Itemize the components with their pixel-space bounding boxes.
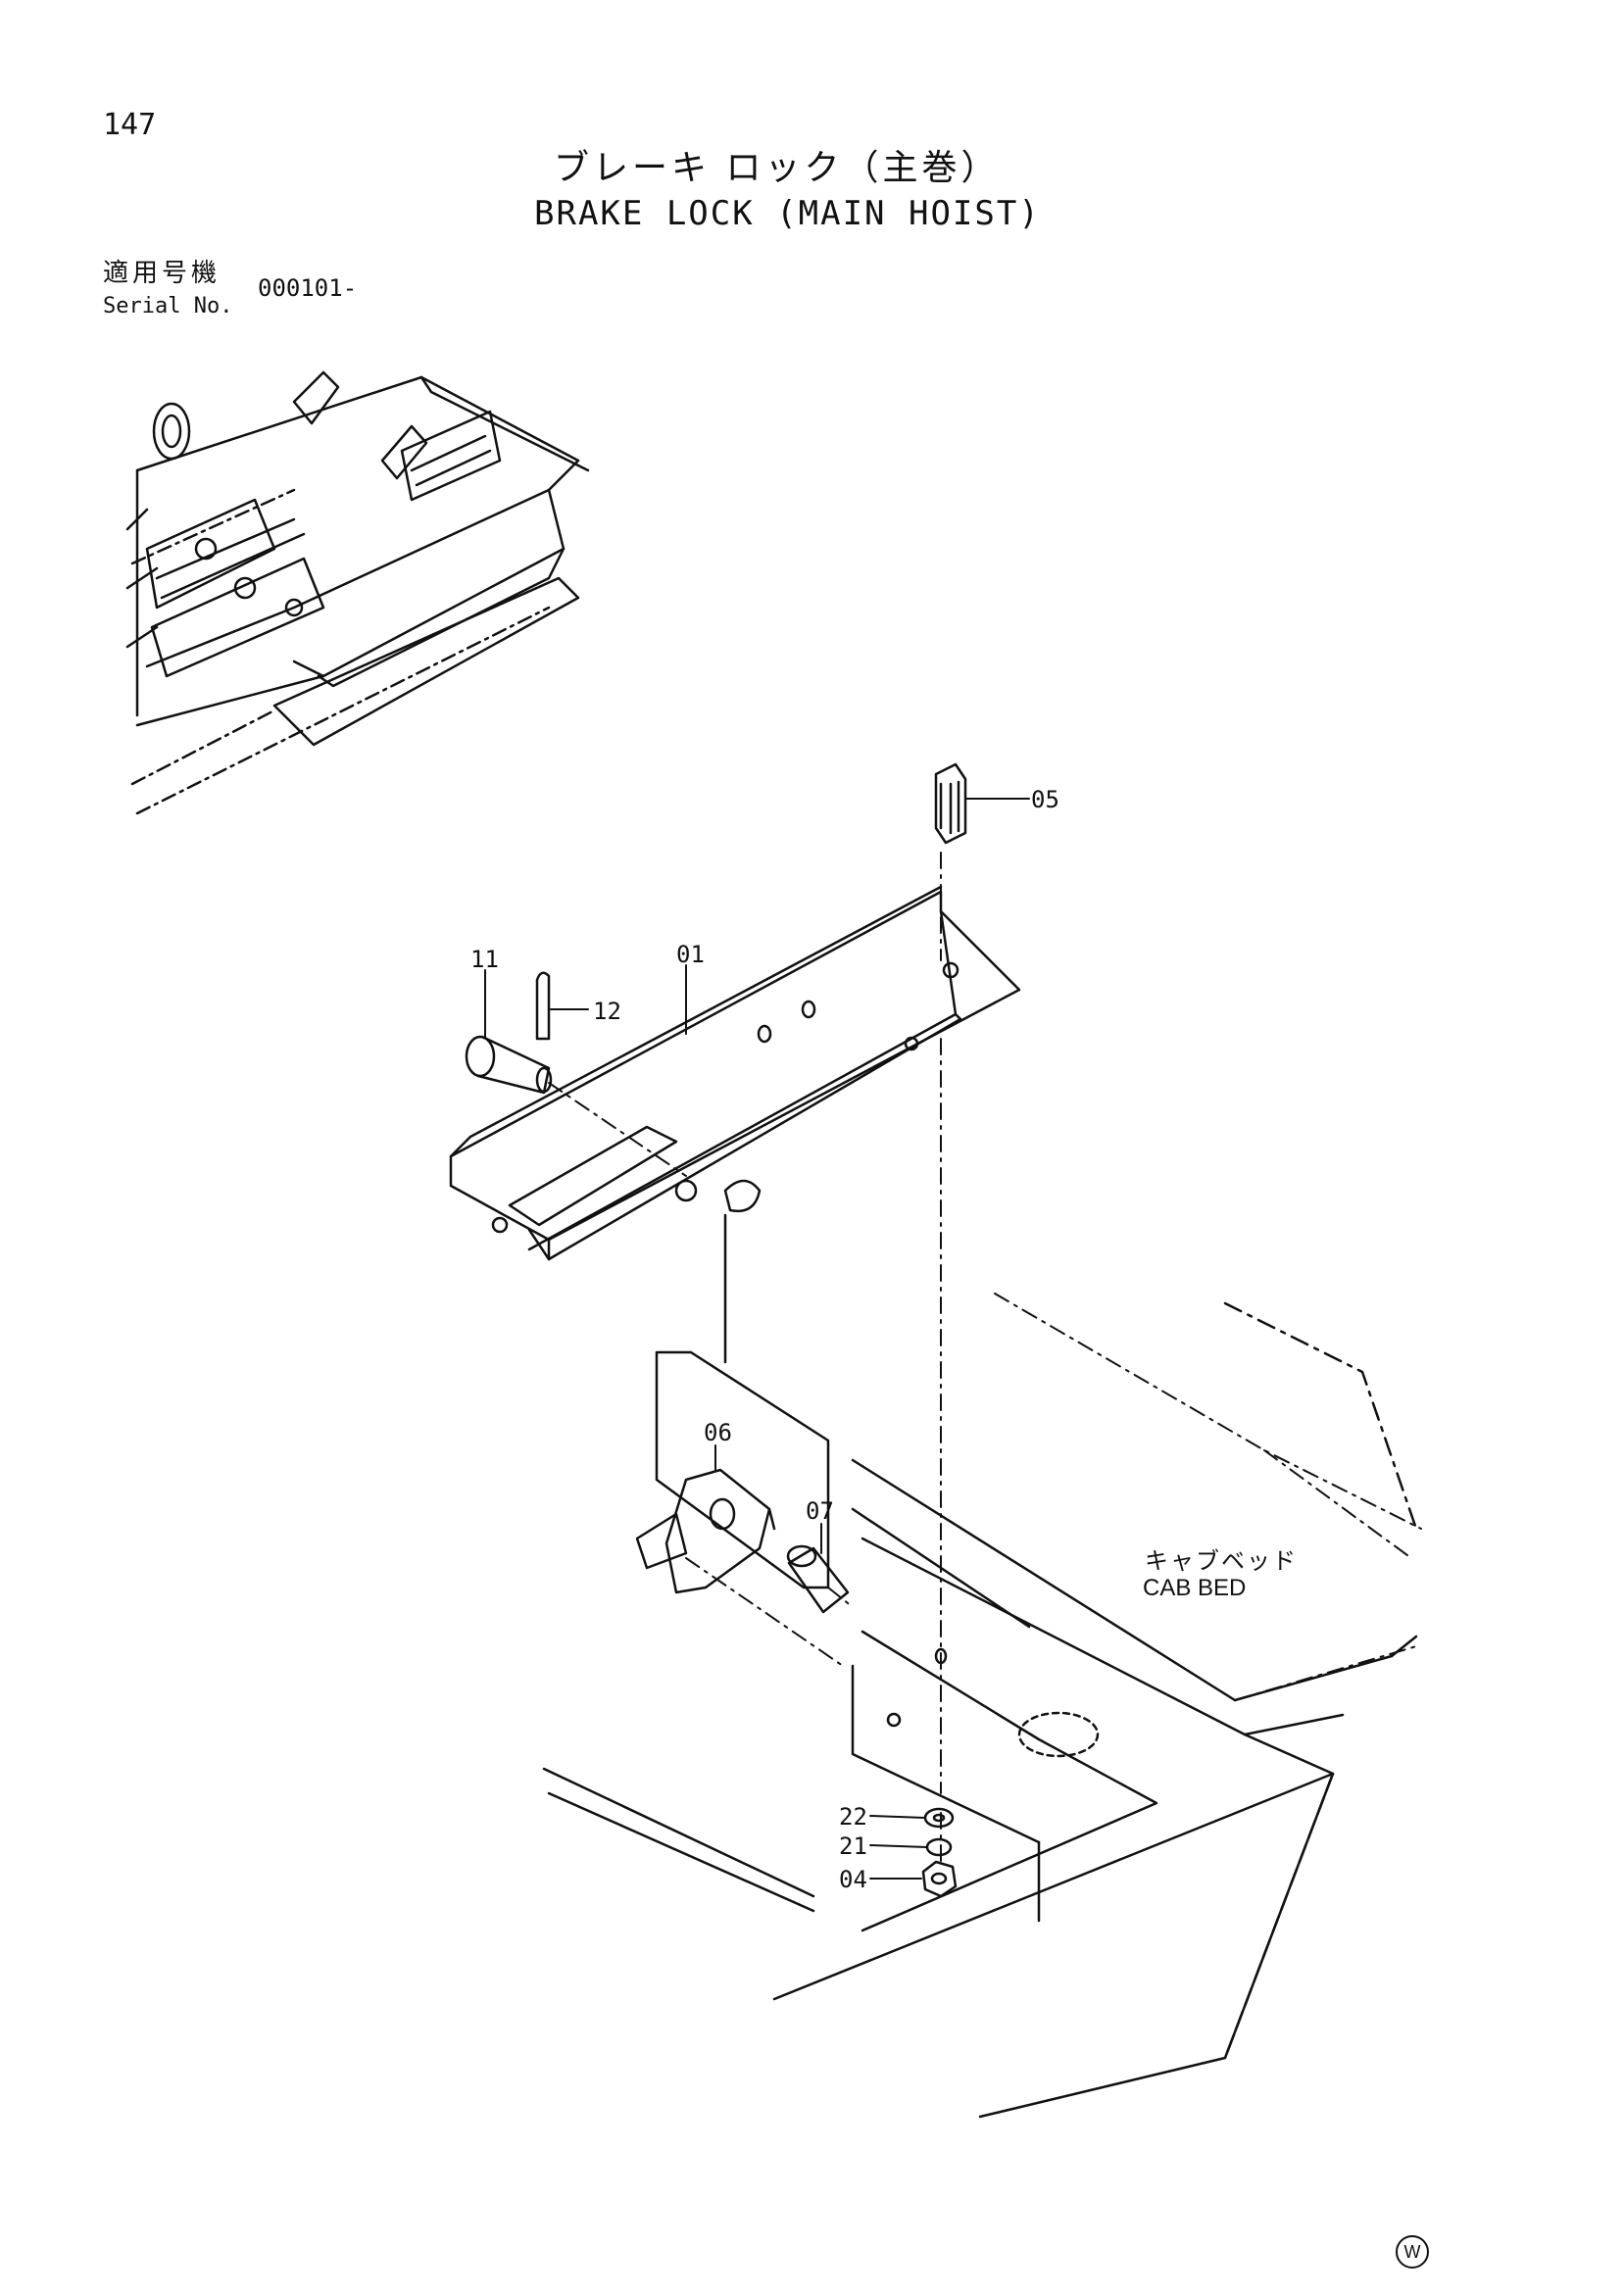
part-label-05: 05 — [1031, 786, 1059, 813]
overview-inset-drawing — [125, 370, 590, 815]
circled-mark: W — [1396, 2235, 1429, 2269]
cab-bed-label: CAB BED — [1143, 1575, 1247, 1601]
page-title-japanese: ブレーキ ロック（主巻） — [554, 148, 1001, 188]
bolt-part-05 — [934, 762, 967, 845]
cab-bed-label-japanese: キャブベッド — [1145, 1547, 1298, 1575]
lever-part-06 — [635, 1468, 776, 1594]
split-pin-part-12 — [535, 971, 551, 1041]
part-label-11: 11 — [470, 946, 499, 973]
serial-value: 000101- — [258, 274, 358, 302]
leader-lines — [484, 798, 1030, 1880]
part-label-21: 21 — [839, 1832, 867, 1860]
serial-label-japanese: 適用号機 — [103, 259, 221, 288]
part-label-12: 12 — [593, 998, 621, 1025]
washer-part-22 — [923, 1807, 955, 1829]
page-title: BRAKE LOCK (MAIN HOIST) — [534, 194, 1041, 233]
assembly-center-lines — [548, 852, 1422, 1863]
bracket-part-01 — [449, 885, 1021, 1261]
part-label-07: 07 — [806, 1497, 834, 1525]
part-label-22: 22 — [839, 1803, 867, 1831]
nut-part-04 — [921, 1860, 958, 1898]
bushing-part-07 — [786, 1544, 850, 1614]
part-label-01: 01 — [676, 941, 705, 968]
part-label-06: 06 — [704, 1419, 732, 1446]
pin-part-11 — [465, 1035, 553, 1095]
spring-washer-part-21 — [925, 1837, 953, 1857]
lock-plate — [655, 1213, 830, 1589]
serial-label: Serial No. — [103, 294, 233, 318]
part-label-04: 04 — [839, 1866, 867, 1893]
mounting-hole — [934, 1647, 948, 1665]
page-number: 147 — [103, 108, 157, 142]
cab-bed-frame — [542, 1301, 1418, 2119]
